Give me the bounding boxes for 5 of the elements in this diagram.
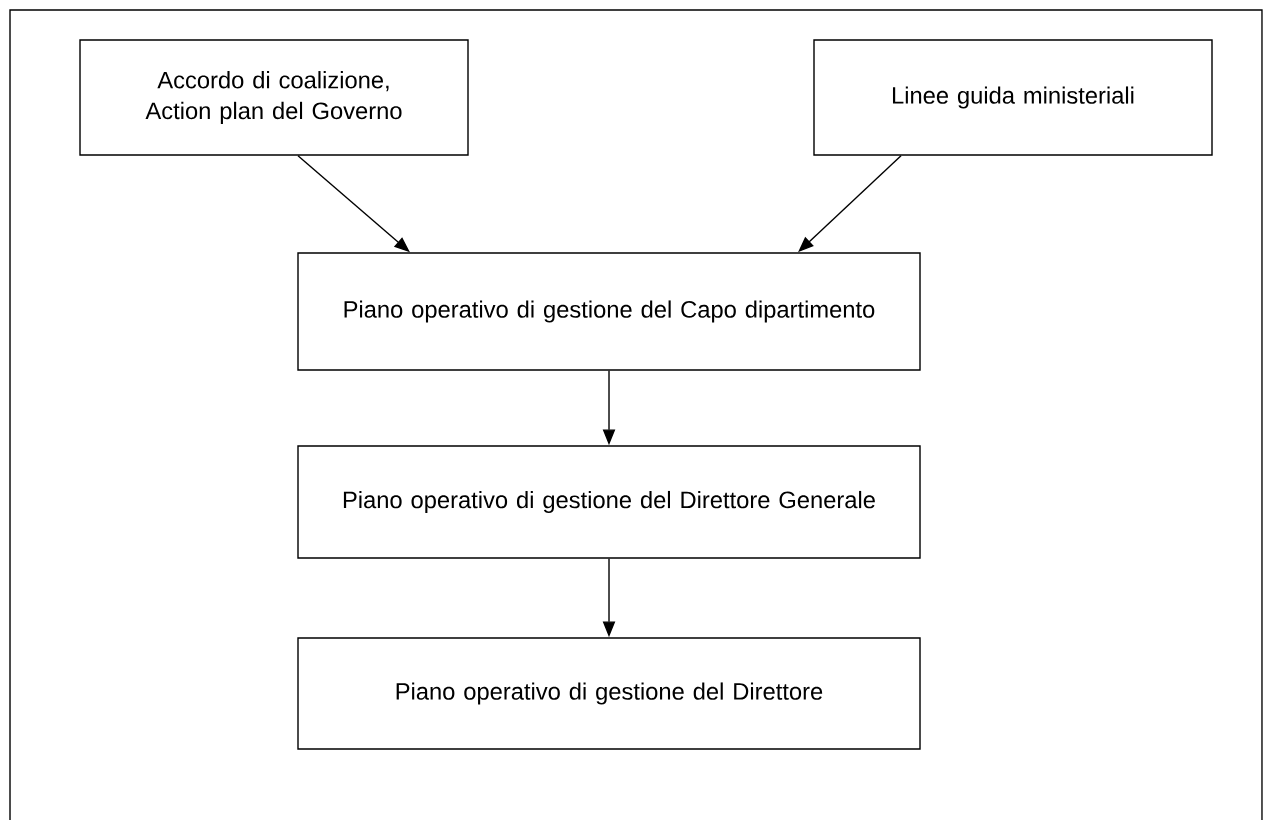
process-box: Piano operativo di gestione del Direttore [297,637,921,750]
process-box: Accordo di coalizione, Action plan del Governo [79,39,469,156]
process-box: Piano operativo di gestione del Capo dipartimento [297,252,921,371]
process-box: Piano operativo di gestione del Direttore Generale [297,445,921,559]
process-box: Linee guida ministeriali [813,39,1213,156]
